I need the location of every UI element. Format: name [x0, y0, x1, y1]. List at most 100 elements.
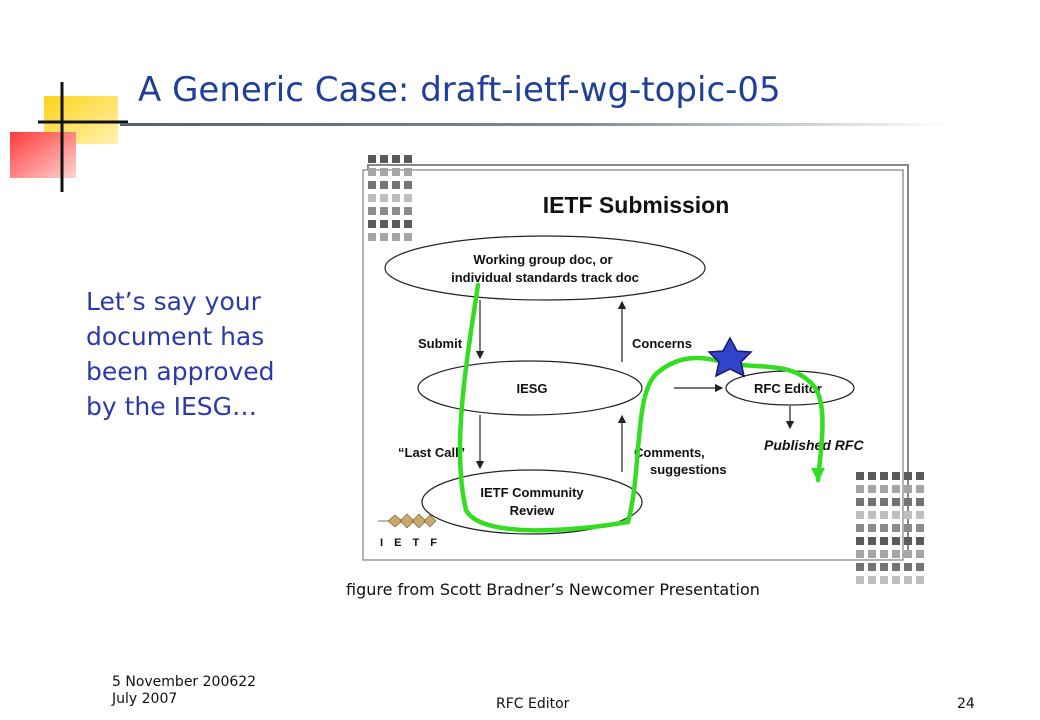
grid-dot: [368, 220, 376, 228]
grid-dot: [856, 563, 864, 571]
grid-dot: [904, 472, 912, 480]
grid-dot: [904, 485, 912, 493]
review-label: Review: [510, 503, 556, 518]
corner-decoration: [10, 82, 128, 192]
iesg-label: IESG: [516, 381, 547, 396]
grid-dot: [868, 563, 876, 571]
grid-dot: [904, 576, 912, 584]
grid-dot: [856, 576, 864, 584]
grid-dot: [892, 511, 900, 519]
grid-dot: [404, 194, 412, 202]
grid-dot: [868, 472, 876, 480]
grid-dot: [916, 472, 924, 480]
document-path-arrowhead: [811, 468, 825, 482]
grid-dot: [916, 498, 924, 506]
comments-label: Comments,: [634, 445, 705, 460]
grid-dot: [856, 498, 864, 506]
grid-dot: [916, 511, 924, 519]
grid-dot: [892, 498, 900, 506]
grid-dot: [868, 485, 876, 493]
grid-dot: [880, 511, 888, 519]
grid-dot: [856, 472, 864, 480]
grid-dot: [404, 181, 412, 189]
red-square: [10, 132, 76, 178]
last-call-label: “Last Call”: [398, 445, 465, 460]
grid-dot: [880, 576, 888, 584]
grid-dot: [368, 233, 376, 241]
footer-title: RFC Editor: [496, 696, 570, 712]
grid-dot: [880, 550, 888, 558]
wg-doc-node: [384, 235, 706, 301]
grid-dot: [380, 168, 388, 176]
page-number: 24: [957, 696, 975, 712]
grid-dot: [392, 220, 400, 228]
grid-dot: [904, 511, 912, 519]
grid-dot: [368, 207, 376, 215]
document-path: [457, 282, 825, 533]
grid-dot: [892, 563, 900, 571]
grid-dot: [368, 194, 376, 202]
dot-grid-bottom-right: [856, 472, 924, 584]
submit-label: Submit: [418, 336, 463, 351]
grid-dot: [880, 537, 888, 545]
ietf-logo-text: I E T F: [380, 537, 441, 549]
grid-dot: [868, 524, 876, 532]
body-text: Let’s say your document has been approve…: [86, 284, 316, 424]
iesg-node: [417, 360, 643, 416]
grid-dot: [856, 550, 864, 558]
grid-dot: [880, 485, 888, 493]
grid-dot: [856, 524, 864, 532]
dot-grid-top-left: [368, 155, 412, 241]
footer-date-line: 5 November 200622: [112, 674, 257, 690]
grid-dot: [380, 181, 388, 189]
grid-dot: [368, 168, 376, 176]
grid-dot: [392, 168, 400, 176]
grid-dot: [380, 194, 388, 202]
grid-dot: [404, 220, 412, 228]
title-divider: [120, 123, 950, 126]
ietf-logo: [378, 513, 437, 529]
body-line: Let’s say your: [86, 287, 261, 316]
grid-dot: [880, 563, 888, 571]
grid-dot: [368, 181, 376, 189]
grid-dot: [892, 550, 900, 558]
body-line: been approved: [86, 357, 275, 386]
concerns-label: Concerns: [632, 336, 692, 351]
grid-dot: [404, 207, 412, 215]
grid-dot: [404, 168, 412, 176]
grid-dot: [380, 233, 388, 241]
grid-dot: [868, 576, 876, 584]
grid-dot: [404, 155, 412, 163]
review-label: IETF Community: [480, 485, 584, 500]
body-line: by the IESG…: [86, 392, 257, 421]
wg-doc-label: Working group doc, or: [473, 252, 612, 267]
grid-dot: [368, 155, 376, 163]
grid-dot: [880, 498, 888, 506]
grid-dot: [916, 576, 924, 584]
footer-date-line: July 2007: [112, 691, 178, 707]
rfc-editor-label: RFC Editor: [754, 381, 822, 396]
figure-title: IETF Submission: [543, 192, 730, 218]
grid-dot: [868, 511, 876, 519]
grid-dot: [380, 207, 388, 215]
grid-dot: [880, 524, 888, 532]
comments-label: suggestions: [650, 462, 727, 477]
star-marker: [707, 336, 753, 378]
published-rfc-label: Published RFC: [764, 437, 864, 453]
grid-dot: [892, 472, 900, 480]
grid-dot: [392, 207, 400, 215]
ietf-submission-figure: IETF Submission Working group doc, or in…: [362, 155, 924, 584]
wg-doc-label: individual standards track doc: [451, 270, 639, 285]
grid-dot: [904, 563, 912, 571]
slide-title: A Generic Case: draft-ietf-wg-topic-05: [138, 70, 781, 110]
grid-dot: [904, 524, 912, 532]
grid-dot: [856, 511, 864, 519]
figure-caption: figure from Scott Bradner’s Newcomer Pre…: [346, 580, 760, 599]
grid-dot: [892, 537, 900, 545]
grid-dot: [916, 563, 924, 571]
grid-dot: [904, 498, 912, 506]
grid-dot: [392, 233, 400, 241]
body-line: document has: [86, 322, 265, 351]
grid-dot: [904, 537, 912, 545]
grid-dot: [892, 524, 900, 532]
